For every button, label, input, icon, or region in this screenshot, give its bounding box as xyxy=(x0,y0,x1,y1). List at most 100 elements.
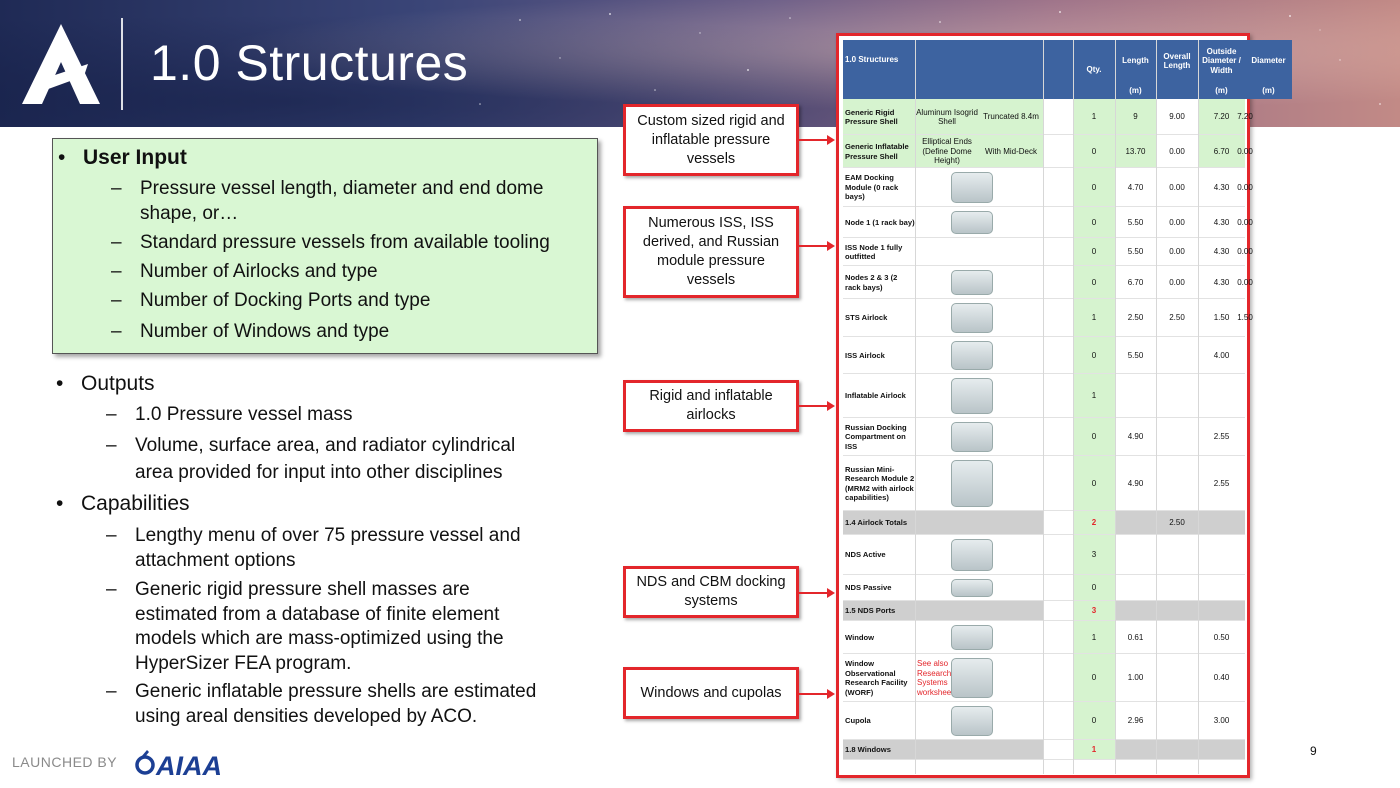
table-column-divider xyxy=(1043,40,1044,774)
table-row-divider xyxy=(843,534,1245,535)
table-row-outside-diameter xyxy=(1198,511,1245,535)
bullet-dot: • xyxy=(56,372,64,395)
banner-divider xyxy=(121,18,123,110)
table-row-name: 1.5 NDS Ports xyxy=(843,601,915,621)
arrow-head-icon xyxy=(827,401,835,411)
user-input-heading: User Input xyxy=(83,146,187,169)
table-row-length: 6.70 xyxy=(1127,277,1144,287)
table-header-unit: (m) xyxy=(1115,82,1156,99)
table-row-divider xyxy=(843,336,1245,337)
table-row-outside-diameter xyxy=(1198,601,1245,621)
table-row-length: 2.96 xyxy=(1127,716,1144,726)
table-row-qty: 1 xyxy=(1073,374,1115,418)
table-row-name: Window xyxy=(845,632,875,642)
table-row-qty: 0 xyxy=(1073,575,1115,601)
footer-launched-by: LAUNCHED BY xyxy=(12,754,118,770)
table-row-name: Node 1 (1 rack bay) xyxy=(845,217,915,227)
table-row-name: Russian Docking Compartment on ISS xyxy=(845,422,907,451)
table-row-divider xyxy=(843,574,1245,575)
table-row-length xyxy=(1115,374,1156,418)
table-row-outside-diameter: 4.30 xyxy=(1213,277,1230,287)
table-row-outside-diameter: 2.55 xyxy=(1213,432,1230,442)
table-header-unit: (m) xyxy=(1198,82,1245,99)
lettered-a-logo-icon xyxy=(22,24,100,104)
arrow-head-icon xyxy=(827,135,835,145)
svg-text:AIAA: AIAA xyxy=(155,751,222,778)
table-row-qty: 0 xyxy=(1073,135,1115,168)
table-row-outside-diameter: 6.70 xyxy=(1198,135,1245,168)
table-row-outside-diameter: 4.30 xyxy=(1213,217,1230,227)
table-row-outside-diameter: 1.50 xyxy=(1213,313,1230,323)
callout-arrow xyxy=(799,405,829,407)
module-thumbnail-icon xyxy=(951,270,993,295)
table-header-qty: Qty. xyxy=(1073,40,1115,99)
table-row-overall-length: 0.00 xyxy=(1169,277,1185,287)
table-row-divider xyxy=(843,265,1245,266)
callout-airlocks: Rigid and inflatable airlocks xyxy=(623,380,799,432)
table-row-description: Elliptical Ends (Define Dome Height) xyxy=(915,135,979,168)
table-row-overall-length: 0.00 xyxy=(1169,182,1185,192)
table-row-outside-diameter: 7.20 xyxy=(1198,99,1245,135)
table-row-outside-diameter: 4.30 xyxy=(1213,182,1230,192)
table-row-divider xyxy=(843,701,1245,702)
table-row-name: EAM Docking Module (0 rack bays) xyxy=(845,173,899,202)
table-row-length xyxy=(1115,601,1156,621)
table-row-divider xyxy=(843,510,1245,511)
table-row-name: Inflatable Airlock xyxy=(845,391,906,401)
table-column-divider xyxy=(1115,40,1116,774)
table-row-name: Nodes 2 & 3 (2 rack bays) xyxy=(845,273,898,292)
table-row-outside-diameter: 4.30 xyxy=(1213,247,1230,257)
table-row-outside-diameter xyxy=(1198,740,1245,760)
outputs-heading: Outputs xyxy=(81,372,155,395)
table-row-description-2: Truncated 8.4m xyxy=(979,99,1043,135)
outputs-item: – Volume, surface area, and radiator cyl… xyxy=(106,435,516,483)
callout-custom-pressure-vessels: Custom sized rigid and inflatable pressu… xyxy=(623,104,799,176)
table-row-length: 5.50 xyxy=(1127,247,1144,257)
table-header-length: Length xyxy=(1115,40,1156,82)
capabilities-heading: Capabilities xyxy=(81,492,190,515)
table-row-overall-length xyxy=(1156,702,1198,740)
table-row-outside-diameter: 0.40 xyxy=(1213,673,1230,683)
callout-arrow xyxy=(799,245,829,247)
table-row-overall-length: 0.00 xyxy=(1169,146,1185,156)
table-row-description: See also Research Systems worksheet xyxy=(917,659,954,697)
table-row-length: 13.70 xyxy=(1115,135,1156,168)
module-thumbnail-icon xyxy=(951,378,993,414)
callout-arrow xyxy=(799,693,829,695)
table-row-name: NDS Active xyxy=(845,550,886,560)
table-row-length: 9 xyxy=(1115,99,1156,135)
table-row-name: Generic Inflatable Pressure Shell xyxy=(843,135,915,168)
table-row-divider xyxy=(843,417,1245,418)
arrow-head-icon xyxy=(827,241,835,251)
table-row-image-area xyxy=(915,511,1043,535)
table-row-overall-length xyxy=(1156,337,1198,374)
capabilities-item: – Lengthy menu of over 75 pressure vesse… xyxy=(106,525,521,571)
table-row-overall-length xyxy=(1156,601,1198,621)
table-row-image-area xyxy=(915,601,1043,621)
table-row-description-2: With Mid-Deck xyxy=(979,135,1043,168)
table-row-overall-length: 9.00 xyxy=(1169,112,1185,122)
user-input-bullet: • User Input xyxy=(58,146,578,172)
table-row-divider xyxy=(843,600,1245,601)
table-row-description: Aluminum Isogrid Shell xyxy=(915,99,979,135)
table-row-overall-length xyxy=(1156,740,1198,760)
module-thumbnail-icon xyxy=(951,303,993,333)
callout-windows-cupolas: Windows and cupolas xyxy=(623,667,799,719)
user-input-item: – Number of Docking Ports and type xyxy=(111,290,431,311)
arrow-head-icon xyxy=(827,689,835,699)
table-row-qty: 1 xyxy=(1073,740,1115,760)
table-row-name: STS Airlock xyxy=(845,313,888,323)
module-thumbnail-icon xyxy=(951,172,993,203)
table-row-divider xyxy=(843,739,1245,740)
table-row-name: ISS Airlock xyxy=(845,350,885,360)
aiaa-logo-icon: AIAA xyxy=(135,750,222,778)
table-row-overall-length xyxy=(1156,654,1198,702)
table-row-length xyxy=(1115,511,1156,535)
table-row-overall-length xyxy=(1156,374,1198,418)
module-thumbnail-icon xyxy=(951,341,993,370)
module-thumbnail-icon xyxy=(951,658,993,698)
bullet-dot: • xyxy=(56,492,64,515)
table-row-name: Generic Rigid Pressure Shell xyxy=(843,99,915,135)
table-row-divider xyxy=(843,455,1245,456)
user-input-item: – Pressure vessel length, diameter and e… xyxy=(111,178,544,224)
